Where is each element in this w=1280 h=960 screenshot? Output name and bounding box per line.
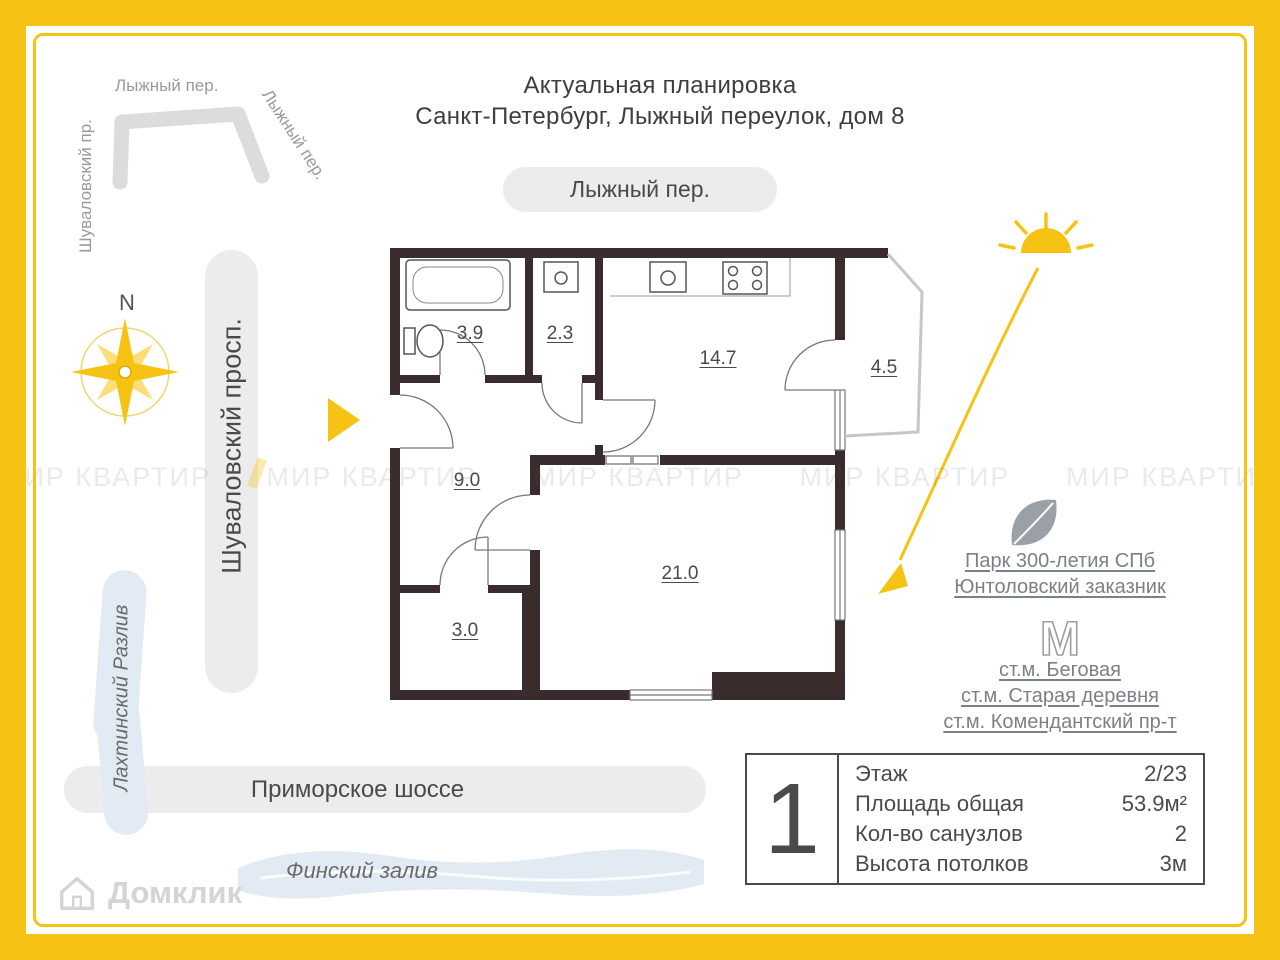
info-label: Площадь общая [855, 791, 1024, 816]
route-arrow [878, 267, 1040, 594]
apartment-info-box: 1 Этаж 2/23 Площадь общая 53.9м² Кол-во … [745, 753, 1205, 885]
info-row-area: Площадь общая 53.9м² [839, 791, 1203, 817]
windows [629, 389, 846, 701]
stove-icon [722, 261, 768, 295]
street-label-left-small: Шуваловский пр. [76, 119, 95, 253]
compass-rose-icon [71, 318, 179, 426]
metro-links: ст.м. Беговая ст.м. Старая деревня ст.м.… [880, 657, 1240, 735]
info-value: 2 [1174, 821, 1187, 846]
metro-link-1: ст.м. Беговая [999, 659, 1121, 681]
floor-plan: 3.9 2.3 14.7 4.5 9.0 21.0 3.0 [320, 240, 930, 710]
lake-shape [93, 570, 149, 835]
highway-band-bottom [64, 766, 706, 813]
info-row-ceiling: Высота потолков 3м [839, 851, 1203, 877]
entrance-arrow-icon [328, 398, 360, 442]
compass-north-label: N [119, 290, 135, 315]
doors [399, 329, 836, 586]
gulf-shape [238, 849, 704, 899]
street-band-top [503, 167, 777, 212]
rooms-count: 1 [747, 755, 839, 883]
lake-label: Лахтинский Разлив [110, 604, 133, 792]
map-sketch [112, 106, 270, 190]
toilet-icon [403, 324, 444, 358]
info-rows: Этаж 2/23 Площадь общая 53.9м² Кол-во са… [839, 755, 1203, 883]
metro-link-2: ст.м. Старая деревня [960, 685, 1160, 707]
watermark-text: МИР КВАРТИР [266, 462, 478, 492]
kitchen-counter-line [610, 258, 791, 297]
walls [390, 248, 888, 700]
room-area-kitchen: 14.7 [699, 348, 737, 369]
room-area-bathroom: 3.9 [456, 323, 484, 344]
street-label-top-small: Лыжный пер. [115, 76, 219, 95]
brand-logo: Домклик [56, 872, 242, 914]
sun-icon [998, 212, 1094, 253]
room-area-wc: 2.3 [546, 323, 574, 344]
info-value: 53.9м² [1121, 791, 1187, 816]
info-label: Высота потолков [855, 851, 1029, 876]
svg-text:М: М [1040, 613, 1080, 666]
info-label: Этаж [855, 761, 908, 786]
watermark-text: МИР КВАРТИР [0, 462, 211, 492]
kitchen-sink-icon [649, 261, 687, 293]
watermark-line: МИР КВАРТИР МИР КВАРТИР МИР КВАРТИР МИР … [0, 462, 1280, 493]
house-icon [60, 877, 94, 910]
metro-icon: М [1039, 612, 1081, 667]
leaf-icon [1011, 499, 1057, 546]
gulf-label: Финский залив [286, 858, 438, 883]
info-row-floor: Этаж 2/23 [839, 761, 1203, 787]
room-area-living: 21.0 [661, 563, 699, 584]
park-link-2: Юнтоловский заказник [954, 576, 1166, 598]
watermark-text: МИР КВАРТИР [799, 462, 1011, 492]
brand-name: Домклик [108, 875, 243, 910]
park-links: Парк 300-летия СПб Юнтоловский заказник [880, 548, 1240, 600]
watermark-text: МИР КВАРТИР [532, 462, 744, 492]
room-area-hallway: 9.0 [453, 470, 481, 491]
metro-link-3: ст.м. Комендантский пр-т [943, 711, 1177, 733]
wc-sink-icon [543, 261, 579, 293]
info-value: 2/23 [1144, 761, 1187, 786]
watermark-text: МИР КВАРТИР [1065, 462, 1277, 492]
avenue-band-left-label: Шуваловский просп. [216, 318, 247, 574]
floor-plan-drawing [328, 248, 924, 701]
info-row-bathrooms: Кол-во санузлов 2 [839, 821, 1203, 847]
page-title: Актуальная планировка [523, 72, 797, 99]
balcony-outline [844, 252, 924, 438]
room-area-storage: 3.0 [451, 620, 479, 641]
page-subtitle-address: Санкт-Петербург, Лыжный переулок, дом 8 [415, 103, 905, 130]
info-label: Кол-во санузлов [855, 821, 1023, 846]
bathtub-icon [405, 259, 511, 311]
street-band-top-label: Лыжный пер. [570, 176, 710, 202]
highway-band-label: Приморское шоссе [250, 776, 465, 803]
info-value: 3м [1159, 851, 1187, 876]
avenue-band-left [205, 250, 258, 693]
room-area-balcony: 4.5 [870, 357, 898, 378]
park-link-1: Парк 300-летия СПб [964, 550, 1156, 572]
